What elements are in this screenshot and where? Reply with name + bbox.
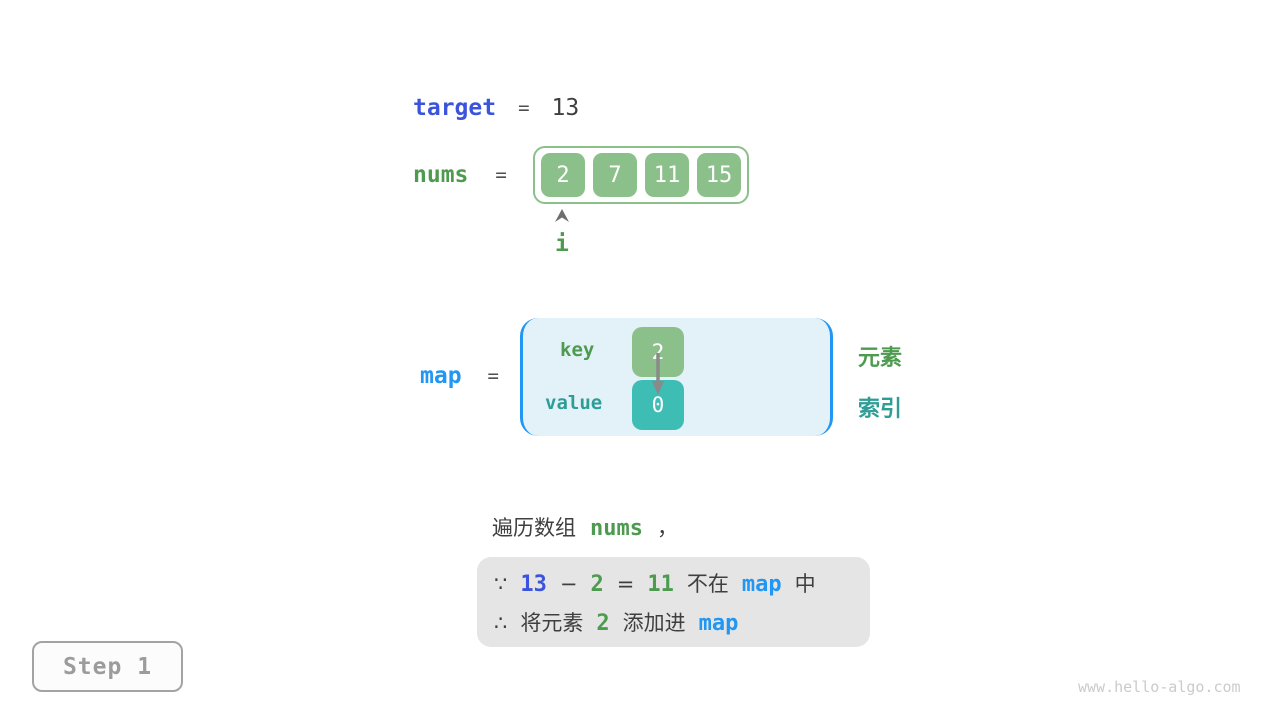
caption-nums-ref: nums [590,516,643,541]
target-row: target = 13 [413,95,579,121]
map-variable-name: map [420,363,462,389]
nums-equals-sign: = [495,164,507,186]
target-value: 13 [551,95,580,121]
conclusion-line-because: ∵ 13 − 2 = 11 不在 map 中 [494,568,870,598]
nums-array-cell: 11 [645,153,689,197]
map-key-label: key [560,339,595,361]
nums-array-cell: 2 [541,153,585,197]
step-badge: Step 1 [32,641,183,692]
equals-sign: = [616,571,635,596]
index-pointer-arrow-icon [555,209,569,222]
target-equals-sign: = [518,97,530,119]
nums-variable-name: nums [413,162,469,188]
add-element-text: 将元素 [520,610,584,635]
target-number: 13 [520,571,547,597]
key-to-value-arrow-icon [652,353,664,395]
map-row: map = [420,363,499,389]
map-value-label: value [545,392,603,414]
caption-comma: ， [656,516,678,540]
map-equals-sign: = [487,365,499,387]
added-element-number: 2 [596,610,610,636]
difference-number: 11 [647,571,674,597]
target-variable-name: target [413,95,497,121]
caption-line: 遍历数组 nums ， [492,512,678,542]
therefore-symbol: ∴ [494,610,508,635]
minus-sign: − [559,571,578,596]
nums-row: nums = [413,162,507,188]
watermark: www.hello-algo.com [1078,678,1241,696]
conclusion-box: ∵ 13 − 2 = 11 不在 map 中 ∴ 将元素 2 添加进 map [477,557,870,647]
conclusion-line-therefore: ∴ 将元素 2 添加进 map [494,607,870,637]
map-value-cell: 0 [632,380,684,430]
because-symbol: ∵ [494,571,508,596]
add-into-text: 添加进 [622,610,686,635]
caption-prefix: 遍历数组 [492,516,576,540]
nums-array-cell: 7 [593,153,637,197]
not-in-text: 不在 [686,571,729,596]
map-ref: map [741,571,782,597]
index-pointer-label: i [555,231,569,257]
legend-element-label: 元素 [858,346,903,371]
nums-array-cell: 15 [697,153,741,197]
map-ref: map [698,610,739,636]
legend-index-label: 索引 [858,397,903,422]
in-suffix-text: 中 [794,571,816,596]
nums-array: 2 7 11 15 [533,146,749,204]
element-number: 2 [590,571,604,597]
